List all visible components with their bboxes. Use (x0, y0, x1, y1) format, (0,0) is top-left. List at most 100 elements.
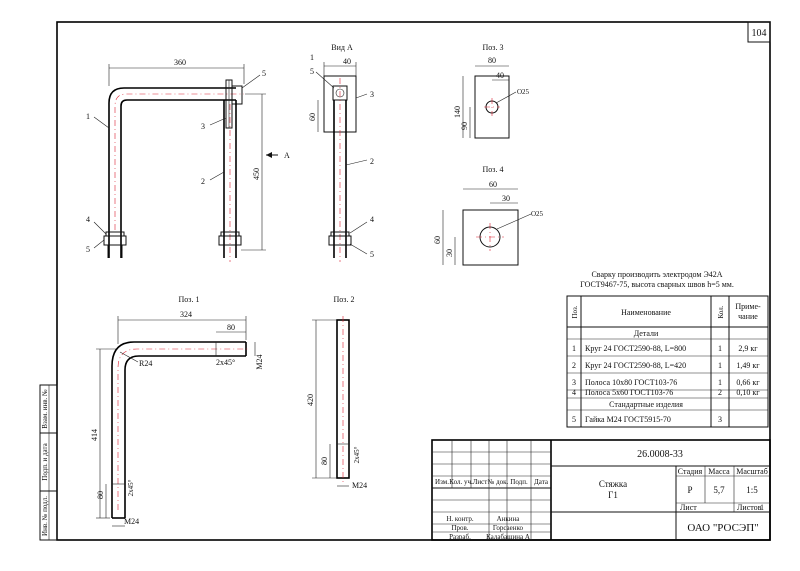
tb-col-sign: Подп. (510, 478, 528, 486)
pos1-dim-324: 324 (180, 310, 192, 319)
spec-row-qty: 3 (718, 415, 722, 424)
pos4-hole: O25 (531, 210, 544, 218)
pos2-dim-420: 420 (306, 394, 315, 406)
spec-col-pos: Поз. (571, 305, 579, 318)
spec-row: 1 Круг 24 ГОСТ2590-88, L=800 1 2,9 кг (572, 344, 758, 353)
tb-role-norm: Н. контр. (446, 515, 473, 523)
callout-1: 1 (86, 112, 90, 121)
view-a-dim-40: 40 (343, 57, 351, 66)
pos1-chamfer-top: 2х45° (216, 358, 235, 367)
spec-row: 5 Гайка М24 ГОСТ5915-70 3 (572, 415, 722, 424)
pos1-dim-414: 414 (90, 429, 99, 441)
assembly-front-view: 360 450 А 1 4 5 3 2 5 (86, 58, 290, 262)
tb-mass-header: Масса (708, 467, 730, 476)
spec-row-name: Круг 24 ГОСТ2590-88, L=420 (585, 361, 686, 370)
stamp-replace-inv: Взам. инв. № (41, 389, 49, 429)
tb-sheets-header: Листов (737, 503, 762, 512)
spec-section-details: Детали (634, 329, 659, 338)
tb-col-kol: Кол. уч. (449, 478, 473, 486)
pos4-dim-60-side: 60 (433, 236, 442, 244)
pos3-dim-40: 40 (496, 71, 504, 80)
view-a-arrow-label: А (284, 151, 290, 160)
callout-5: 5 (86, 245, 90, 254)
tb-name-line1: Стяжка (599, 479, 627, 489)
note-line1: Сварку производить электродом Э42А (591, 270, 722, 279)
spec-row-qty: 1 (718, 378, 722, 387)
spec-row: 2 Круг 24 ГОСТ2590-88, L=420 1 1,49 кг (572, 361, 760, 370)
pos3-dim-90: 90 (460, 122, 469, 130)
spec-col-qty: Кол. (717, 305, 725, 318)
spec-row-pos: 2 (572, 361, 576, 370)
view-a-dim-60: 60 (308, 113, 317, 121)
spec-row-pos: 3 (572, 378, 576, 387)
callout-5-top: 5 (262, 69, 266, 78)
spec-row-pos: 5 (572, 415, 576, 424)
spec-row: 3 Полоса 10х80 ГОСТ103-76 1 0,66 кг (572, 378, 760, 387)
spec-row-name: Круг 24 ГОСТ2590-88, L=800 (585, 344, 686, 353)
tb-col-list: Лист (473, 478, 488, 486)
view-a: Вид А 40 60 1 5 3 2 4 5 (308, 43, 374, 262)
spec-row-note: 1,49 кг (736, 361, 760, 370)
view-a-callout-3: 3 (370, 90, 374, 99)
pos1-chamfer-bottom: 2х45° (127, 479, 135, 496)
pos1-title: Поз. 1 (179, 295, 200, 304)
stamp-orig-inv: Инв. № подл. (41, 496, 49, 536)
pos2-thread: M24 (352, 481, 367, 490)
spec-row-note: 0,10 кг (736, 388, 760, 397)
pos3-dim-140: 140 (453, 106, 462, 118)
pos1-bent-bolt: Поз. 1 324 80 2х45° M24 R24 414 80 2х45°… (90, 295, 264, 527)
pos1-thread-bottom: M24 (124, 517, 139, 526)
pos1-dim-80-bottom: 80 (96, 491, 105, 499)
spec-row-qty: 2 (718, 388, 722, 397)
tb-role-dev: Разраб. (449, 533, 471, 541)
dim-450: 450 (252, 168, 261, 180)
callout-3: 3 (201, 122, 205, 131)
tb-scale: 1:5 (746, 485, 758, 495)
spec-row-name: Полоса 10х80 ГОСТ103-76 (585, 378, 677, 387)
tb-person-check: Горсаенко (493, 524, 524, 532)
spec-row-name: Полоса 5х60 ГОСТ103-76 (585, 388, 673, 397)
pos2-chamfer: 2х45° (353, 446, 361, 463)
spec-row-pos: 1 (572, 344, 576, 353)
view-a-callout-5: 5 (310, 67, 314, 76)
spec-section-standard: Стандартные изделия (609, 400, 683, 409)
spec-row-name: Гайка М24 ГОСТ5915-70 (585, 415, 671, 424)
title-block: Изм. Кол. уч. Лист № док. Подп. Дата Н. … (431, 439, 771, 541)
spec-row-note: 2,9 кг (738, 344, 758, 353)
callout-2: 2 (201, 177, 205, 186)
pos4-plate: Поз. 4 60 30 60 30 O25 (433, 165, 544, 266)
view-a-callout-4: 4 (370, 215, 374, 224)
tb-role-check: Пров. (451, 524, 468, 532)
pos2-dim-80: 80 (320, 457, 329, 465)
weld-note: Сварку производить электродом Э42А ГОСТ9… (580, 270, 734, 289)
page-number: 104 (752, 28, 767, 39)
spec-table: Поз. Наименование Кол. Приме- чание Дета… (566, 295, 769, 428)
pos3-title: Поз. 3 (483, 43, 504, 52)
tb-mass: 5,7 (713, 485, 725, 495)
spec-col-note-1: Приме- (735, 302, 761, 311)
tb-stage-header: Стадия (678, 467, 703, 476)
tb-stage: Р (687, 485, 692, 495)
pos3-dim-80: 80 (488, 56, 496, 65)
note-line2: ГОСТ9467-75, высота сварных швов h=5 мм. (580, 280, 734, 289)
side-stamp: Взам. инв. № Подп. и дата Инв. № подл. (39, 384, 58, 541)
view-a-callout-1: 1 (310, 53, 314, 62)
tb-person-norm: Анкина (497, 515, 521, 523)
tb-col-doc: № док. (488, 478, 509, 486)
spec-row-qty: 1 (718, 344, 722, 353)
view-a-title: Вид А (331, 43, 353, 52)
view-a-callout-5-bottom: 5 (370, 250, 374, 259)
pos4-dim-30: 30 (502, 194, 510, 203)
spec-row-note: 0,66 кг (736, 378, 760, 387)
pos3-plate: Поз. 3 80 40 140 90 O25 (453, 43, 530, 139)
tb-person-dev: Калабашина А (486, 533, 530, 541)
tb-col-izm: Изм. (435, 478, 449, 486)
tb-org: ОАО "РОСЭП" (687, 522, 758, 534)
tb-col-date: Дата (534, 478, 549, 486)
tb-doc-code: 26.0008-33 (637, 449, 683, 460)
stamp-sign-date: Подп. и дата (41, 442, 49, 480)
pos1-radius: R24 (139, 359, 152, 368)
tb-scale-header: Масштаб (736, 467, 768, 476)
